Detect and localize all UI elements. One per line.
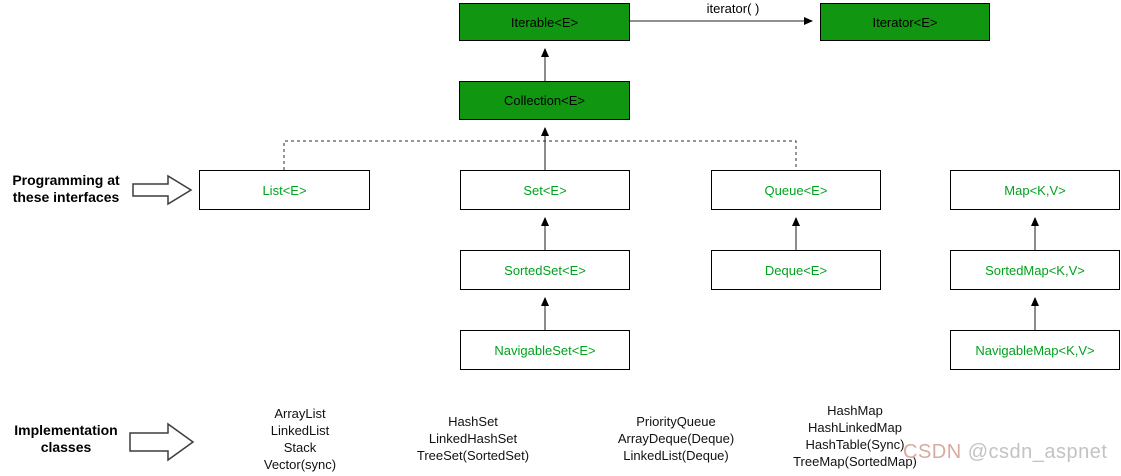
node-navigable-set: NavigableSet<E> — [460, 330, 630, 370]
impl-class: ArrayList — [274, 406, 326, 421]
label-line: classes — [40, 439, 92, 455]
impl-class: Vector(sync) — [263, 457, 337, 472]
impl-column-set: HashSet LinkedHashSet TreeSet(SortedSet) — [363, 413, 583, 464]
impl-class: LinkedList — [270, 423, 330, 438]
label-line: these interfaces — [12, 189, 120, 205]
impl-class: HashMap — [827, 403, 883, 418]
impl-column-map: HashMap HashLinkedMap HashTable(Sync) Tr… — [745, 402, 965, 470]
block-arrow-interfaces — [132, 174, 193, 206]
impl-class: TreeMap(SortedMap) — [793, 454, 917, 469]
impl-class: HashSet — [448, 414, 498, 429]
impl-class: LinkedHashSet — [428, 431, 518, 446]
label-line: Programming at — [12, 172, 120, 188]
block-arrow-implementations — [129, 422, 195, 462]
impl-column-queue: PriorityQueue ArrayDeque(Deque) LinkedLi… — [566, 413, 786, 464]
node-navigable-map: NavigableMap<K,V> — [950, 330, 1120, 370]
impl-class: PriorityQueue — [636, 414, 716, 429]
node-map: Map<K,V> — [950, 170, 1120, 210]
label-programming-at-these-interfaces: Programming at these interfaces — [2, 172, 130, 206]
impl-class: Stack — [283, 440, 317, 455]
node-deque: Deque<E> — [711, 250, 881, 290]
watermark: CSDN @csdn_aspnet — [903, 441, 1107, 464]
impl-column-list: ArrayList LinkedList Stack Vector(sync) — [190, 405, 410, 473]
watermark-handle: @csdn_aspnet — [967, 441, 1108, 463]
impl-class: TreeSet(SortedSet) — [416, 448, 530, 463]
dashed-branch-connector — [283, 140, 797, 170]
node-iterable: Iterable<E> — [459, 3, 630, 41]
impl-class: LinkedList(Deque) — [623, 448, 729, 463]
node-queue: Queue<E> — [711, 170, 881, 210]
node-sorted-set: SortedSet<E> — [460, 250, 630, 290]
node-list: List<E> — [199, 170, 370, 210]
node-sorted-map: SortedMap<K,V> — [950, 250, 1120, 290]
node-iterator: Iterator<E> — [820, 3, 990, 41]
impl-class: ArrayDeque(Deque) — [617, 431, 735, 446]
node-set: Set<E> — [460, 170, 630, 210]
node-collection: Collection<E> — [459, 81, 630, 120]
label-line: Implementation — [14, 422, 118, 438]
watermark-brand: CSDN — [903, 441, 962, 463]
label-implementation-classes: Implementation classes — [2, 422, 130, 456]
impl-class: HashLinkedMap — [808, 420, 902, 435]
impl-class: HashTable(Sync) — [805, 437, 905, 452]
edge-label-iterator-method: iterator( ) — [706, 1, 760, 16]
